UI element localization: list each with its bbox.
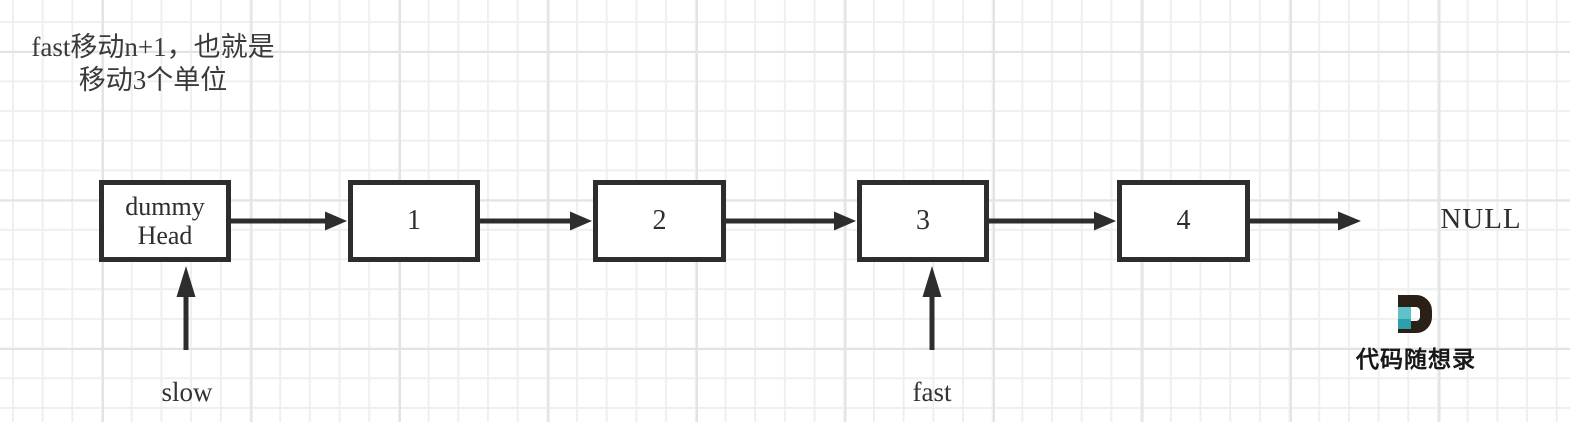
node-label: 1	[407, 205, 421, 236]
link-arrow-3-to-4	[989, 211, 1116, 231]
null-label: NULL	[1440, 203, 1522, 235]
node-2: 2	[593, 180, 726, 262]
fast-pointer-arrow	[922, 266, 942, 350]
link-arrow-2-to-3	[726, 211, 856, 231]
link-arrow-dummy-to-1	[231, 211, 347, 231]
node-3: 3	[857, 180, 989, 262]
logo-teal-accent	[1398, 307, 1411, 319]
logo-teal-accent-dark	[1398, 319, 1411, 329]
node-4: 4	[1117, 180, 1250, 262]
node-label: 4	[1176, 205, 1191, 236]
logo-d-icon	[1398, 295, 1432, 333]
link-arrow-4-to-null	[1250, 211, 1361, 231]
slow-pointer-arrow	[176, 266, 196, 350]
slow-pointer-label: slow	[161, 377, 213, 407]
node-1: 1	[348, 180, 480, 262]
logo: 代码随想录	[1354, 295, 1478, 374]
node-label: dummy Head	[125, 192, 205, 250]
node-label: 3	[916, 205, 930, 236]
fast-pointer-label: fast	[912, 377, 952, 407]
node-label: 2	[652, 205, 667, 236]
annotation-text: fast移动n+1，也就是 移动3个单位	[31, 32, 275, 95]
node-dummy-head: dummy Head	[99, 180, 231, 262]
link-arrow-1-to-2	[480, 211, 592, 231]
logo-text: 代码随想录	[1356, 347, 1476, 372]
